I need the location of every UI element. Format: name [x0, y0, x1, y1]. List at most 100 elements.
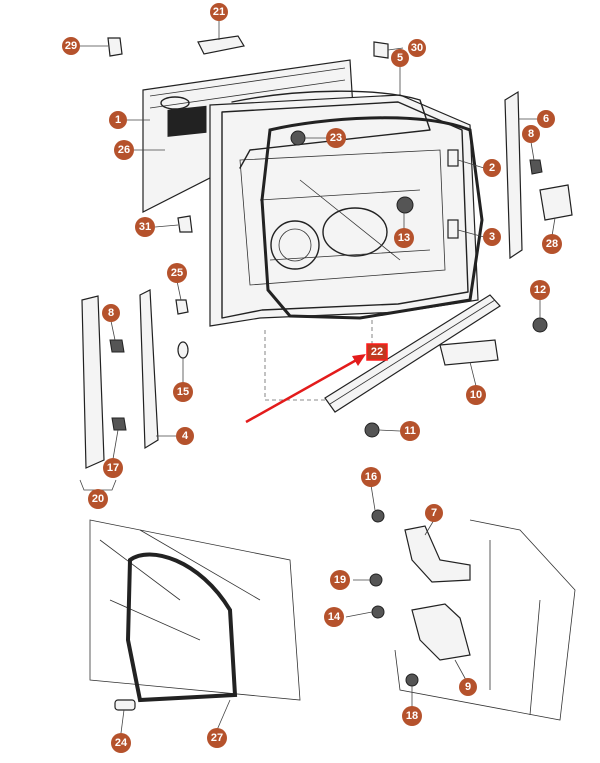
callout-8-left[interactable]: 8 — [102, 304, 120, 322]
callout-19[interactable]: 19 — [330, 570, 350, 590]
plug-2 — [447, 149, 459, 167]
callout-24[interactable]: 24 — [111, 733, 131, 753]
pillar-trim-20 — [81, 295, 105, 469]
hinge-assembly-view — [394, 519, 576, 721]
callout-26[interactable]: 26 — [114, 140, 134, 160]
callout-25[interactable]: 25 — [167, 263, 187, 283]
nut-8-left — [109, 339, 125, 353]
svg-text:18: 18 — [406, 710, 418, 722]
svg-text:25: 25 — [171, 267, 183, 279]
svg-text:8: 8 — [108, 307, 114, 319]
hole-plug-23 — [290, 130, 306, 146]
nut-8-right — [529, 159, 543, 175]
callout-5[interactable]: 5 — [391, 49, 409, 67]
callout-22-highlighted[interactable]: 22 — [366, 343, 388, 361]
svg-text:21: 21 — [213, 6, 225, 18]
svg-text:24: 24 — [115, 737, 128, 749]
door-weatherstrip — [260, 116, 484, 320]
callout-9[interactable]: 9 — [459, 678, 477, 696]
svg-text:11: 11 — [404, 425, 416, 437]
svg-text:4: 4 — [182, 430, 189, 442]
callout-16[interactable]: 16 — [361, 467, 381, 487]
callout-11[interactable]: 11 — [400, 421, 420, 441]
svg-text:12: 12 — [534, 284, 546, 296]
nut-11 — [364, 422, 380, 438]
svg-text:1: 1 — [115, 114, 121, 126]
callout-27[interactable]: 27 — [207, 728, 227, 748]
clip-25 — [175, 299, 189, 315]
svg-text:10: 10 — [470, 389, 482, 401]
clip-30 — [373, 41, 389, 59]
callout-10[interactable]: 10 — [466, 385, 486, 405]
grommet-15 — [177, 341, 189, 359]
callout-21[interactable]: 21 — [210, 3, 228, 21]
body-weatherstrip — [125, 552, 238, 703]
plug-3 — [447, 219, 459, 239]
callout-23[interactable]: 23 — [326, 128, 346, 148]
callout-28[interactable]: 28 — [542, 234, 562, 254]
reinforcement-4 — [139, 289, 159, 450]
svg-text:5: 5 — [397, 52, 403, 64]
svg-text:19: 19 — [334, 574, 346, 586]
svg-text:17: 17 — [107, 462, 119, 474]
svg-text:31: 31 — [139, 221, 151, 233]
callout-20[interactable]: 20 — [88, 489, 108, 509]
nut-17 — [111, 417, 127, 431]
body-opening-view — [89, 519, 301, 701]
callout-13[interactable]: 13 — [394, 228, 414, 248]
callout-31[interactable]: 31 — [135, 217, 155, 237]
callout-4[interactable]: 4 — [176, 427, 194, 445]
nut-12 — [532, 317, 548, 333]
highlight-arrowhead — [352, 354, 366, 366]
callout-2[interactable]: 2 — [483, 159, 501, 177]
svg-text:6: 6 — [543, 113, 549, 125]
bolt-16 — [371, 509, 385, 523]
callout-18[interactable]: 18 — [402, 706, 422, 726]
svg-text:28: 28 — [546, 238, 558, 250]
svg-text:22: 22 — [371, 346, 383, 358]
svg-text:30: 30 — [411, 42, 423, 54]
svg-text:23: 23 — [330, 132, 342, 144]
callout-17[interactable]: 17 — [103, 458, 123, 478]
glass-run-channel — [231, 90, 431, 169]
bolt-19 — [369, 573, 383, 587]
trim-clip-21 — [197, 35, 245, 55]
bolt-14 — [371, 605, 385, 619]
svg-text:2: 2 — [489, 162, 495, 174]
callout-1[interactable]: 1 — [109, 111, 127, 129]
callout-7[interactable]: 7 — [425, 504, 443, 522]
clip-31 — [177, 215, 193, 233]
svg-text:8: 8 — [528, 128, 534, 140]
callout-6[interactable]: 6 — [537, 110, 555, 128]
hole-plug-13 — [396, 196, 414, 214]
door-beam — [324, 294, 501, 413]
callout-3[interactable]: 3 — [483, 228, 501, 246]
bracket-28 — [539, 184, 573, 221]
svg-text:20: 20 — [92, 493, 104, 505]
svg-text:29: 29 — [65, 40, 77, 52]
svg-text:15: 15 — [177, 386, 189, 398]
svg-text:13: 13 — [398, 232, 410, 244]
clip-29 — [107, 37, 123, 57]
callout-12[interactable]: 12 — [530, 280, 550, 300]
upper-hinge-7 — [404, 525, 471, 583]
clip-24 — [114, 699, 136, 711]
callout-30[interactable]: 30 — [408, 39, 426, 57]
callout-29[interactable]: 29 — [62, 37, 80, 55]
svg-text:27: 27 — [211, 732, 223, 744]
callout-15[interactable]: 15 — [173, 382, 193, 402]
callout-14[interactable]: 14 — [324, 607, 344, 627]
bolt-18 — [405, 673, 419, 687]
svg-text:7: 7 — [431, 507, 437, 519]
callout-8-right[interactable]: 8 — [522, 125, 540, 143]
svg-text:9: 9 — [465, 681, 471, 693]
svg-text:14: 14 — [328, 611, 341, 623]
lower-hinge-9 — [411, 603, 471, 661]
door-shell — [209, 94, 479, 327]
leader-lines — [79, 20, 556, 734]
svg-text:26: 26 — [118, 144, 130, 156]
pillar-applique — [504, 90, 523, 260]
svg-text:16: 16 — [365, 471, 377, 483]
highlight-arrow — [245, 356, 361, 424]
